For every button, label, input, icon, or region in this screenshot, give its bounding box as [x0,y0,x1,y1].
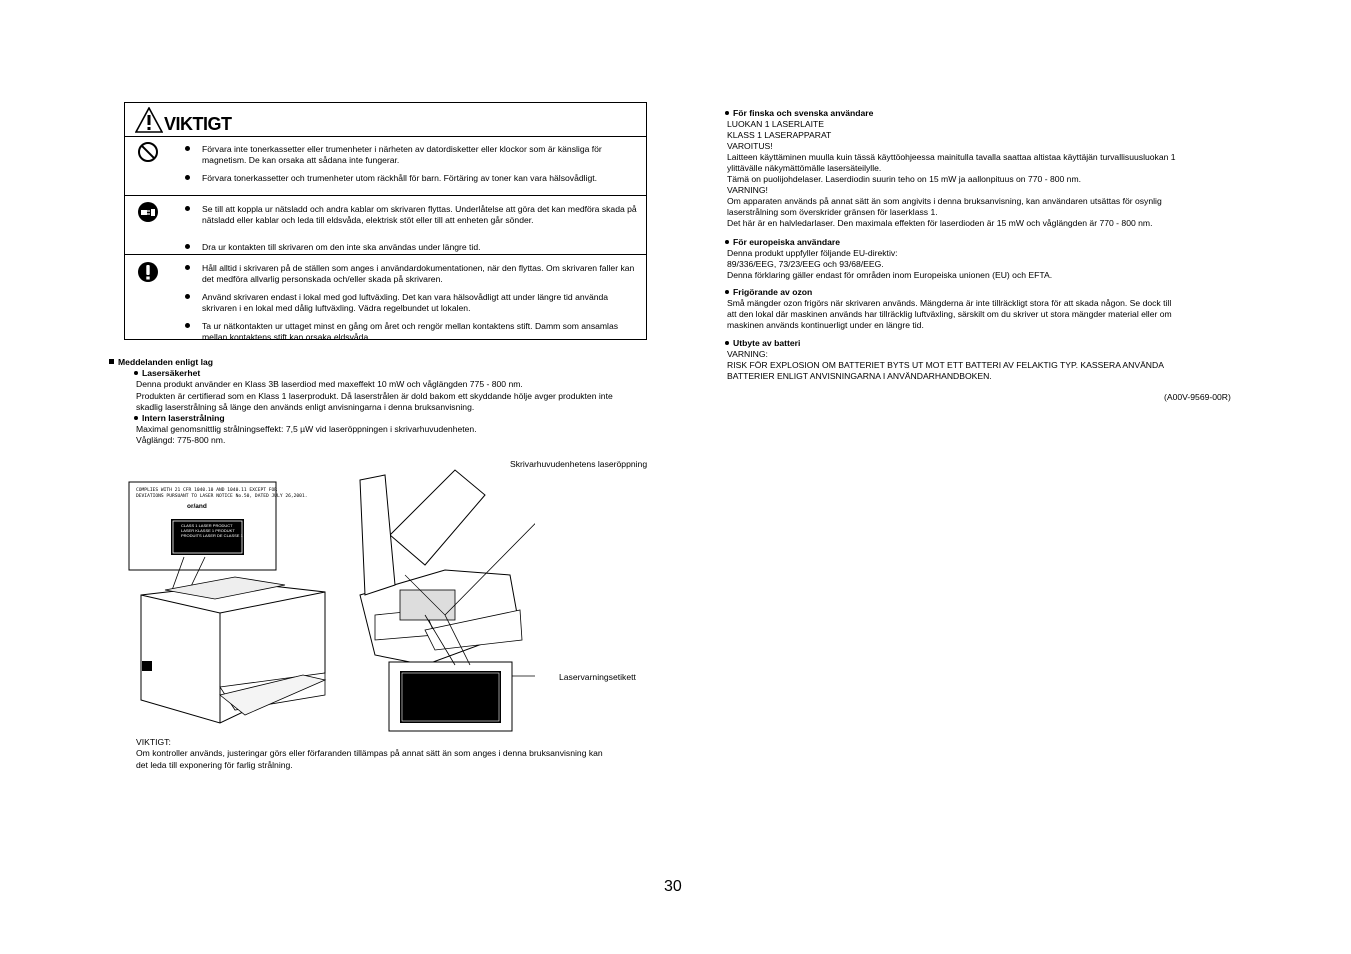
warning-item-text: Dra ur kontakten till skrivaren om den i… [202,242,481,252]
text-line: Denna förklaring gäller endast för områd… [727,270,1053,280]
laser-heading-text: Lasersäkerhet [142,368,201,378]
warning-item-text: Använd skrivaren endast i lokal med god … [202,292,609,313]
sticker-class-2: LASER KLASSE 1 PRODUKT [181,528,235,533]
warning-box: VIKTIGT Förvara inte tonerkassetter elle… [124,102,647,342]
page-number: 30 [664,878,682,895]
warning-item-text: Förvara inte tonerkassetter eller trumen… [202,144,602,165]
text-line: VARNING: [727,349,768,359]
finnish-block: LUOKAN 1 LASERLAITE KLASS 1 LASERAPPARAT… [727,119,1176,229]
text-line: laserstrålning som överskrider gränsen f… [727,207,938,217]
internal-heading: Intern laserstrålning [134,413,225,424]
sticker-or-and: or/and [187,503,207,510]
prohibited-icon [138,142,158,162]
ozone-heading: Frigörande av ozon [725,287,812,298]
bullet-icon [725,290,729,294]
text-line: VAROITUS! [727,141,773,151]
text-line: LUOKAN 1 LASERLAITE [727,119,824,129]
internal-line-1: Maximal genomsnittlig strålningseffekt: … [136,424,477,434]
bullet-icon [185,206,190,211]
text-line: Laitteen käyttäminen muulla kuin tässä k… [727,152,1176,162]
bullet-icon [185,175,190,180]
ozone-block: Små mängder ozon frigörs när skrivaren a… [727,298,1172,331]
warning-section-caution: Håll alltid i skrivaren på de ställen so… [125,255,646,342]
printer-illustration [128,469,535,732]
bullet-icon [185,265,190,270]
exclamation-icon [138,262,158,282]
warning-triangle-icon [135,107,163,133]
finnish-heading-text: För finska och svenska användare [733,108,874,118]
document-code: (A00V-9569-00R) [1164,392,1231,402]
eu-heading: För europeiska användare [725,237,840,248]
text-line: KLASS 1 LASERAPPARAT [727,130,832,140]
laser-line-1: Denna produkt använder en Klass 3B laser… [136,379,523,389]
bullet-icon [725,111,729,115]
legal-heading: Meddelanden enligt lag [109,357,213,368]
battery-heading-text: Utbyte av batteri [733,338,801,348]
text-line: Tämä on puolijohdelaser. Laserdiodin suu… [727,174,1081,184]
legal-heading-text: Meddelanden enligt lag [118,357,214,367]
sticker-line-1: COMPLIES WITH 21 CFR 1040.10 AND 1040.11… [136,488,278,493]
bullet-icon [185,146,190,151]
warning-item-text: Ta ur nätkontakten ur uttaget minst en g… [202,321,619,342]
eu-block: Denna produkt uppfyller följande EU-dire… [727,248,1052,281]
bullet-icon [185,294,190,299]
internal-heading-text: Intern laserstrålning [142,413,225,423]
warning-item-text: Se till att koppla ur nätsladd och andra… [202,204,637,225]
text-line: Om apparaten används på annat sätt än so… [727,196,1162,206]
sticker-text: COMPLIES WITH 21 CFR 1040.10 AND 1040.11… [136,488,307,500]
text-line: att den lokal där maskinen används har t… [727,309,1172,319]
laser-line-2: Produkten är certifierad som en Klass 1 … [136,391,613,401]
viktigt-note-title: VIKTIGT: [136,737,171,747]
sticker-line-2: DEVIATIONS PURSUANT TO LASER NOTICE No.5… [136,494,308,499]
text-line: maskinen används kontinuerligt under en … [727,320,924,330]
bullet-icon [185,244,190,249]
unplug-icon [138,202,158,222]
bullet-icon [725,240,729,244]
warning-section-unplug: Se till att koppla ur nätsladd och andra… [125,196,646,255]
text-line: 89/336/EEG, 73/23/EEG och 93/68/EEG. [727,259,884,269]
bullet-icon [134,371,138,375]
bullet-icon [725,341,729,345]
sticker-class-1: CLASS 1 LASER PRODUCT [181,523,233,528]
warning-title: VIKTIGT [164,114,232,134]
bullet-icon [134,416,138,420]
text-line: Denna produkt uppfyller följande EU-dire… [727,248,898,258]
eu-heading-text: För europeiska användare [733,237,840,247]
battery-heading: Utbyte av batteri [725,338,800,349]
viktigt-note-line-1: Om kontroller används, justeringar görs … [136,748,603,758]
warning-header: VIKTIGT [125,103,646,137]
ozone-heading-text: Frigörande av ozon [733,287,813,297]
square-bullet-icon [109,359,114,364]
bullet-icon [185,323,190,328]
text-line: BATTERIER ENLIGT ANVISNINGARNA I ANVÄNDA… [727,371,992,381]
text-line: VARNING! [727,185,768,195]
text-line: RISK FÖR EXPLOSION OM BATTERIET BYTS UT … [727,360,1164,370]
laser-warning-label: Laservarningsetikett [559,672,636,682]
laser-line-3: skadlig laserstrålning så länge den anvä… [136,402,475,412]
viktigt-note-line-2: det leda till exponering för farlig strå… [136,760,293,770]
warning-section-prohibited: Förvara inte tonerkassetter eller trumen… [125,136,646,196]
laser-opening-label: Skrivarhuvudenhetens laseröppning [510,459,648,469]
text-line: Små mängder ozon frigörs när skrivaren a… [727,298,1172,308]
laser-heading: Lasersäkerhet [134,368,200,379]
warning-item-text: Förvara tonerkassetter och trumenheter u… [202,173,598,183]
internal-line-2: Våglängd: 775-800 nm. [136,435,226,445]
finnish-heading: För finska och svenska användare [725,108,873,119]
text-line: ylittävälle näkymättömälle lasersäteilyl… [727,163,882,173]
battery-block: VARNING: RISK FÖR EXPLOSION OM BATTERIET… [727,349,1164,382]
warning-item-text: Håll alltid i skrivaren på de ställen so… [202,263,635,284]
sticker-class-3: PRODUITS LASER DE CLASSE 1 [181,533,243,538]
sticker-class-text: CLASS 1 LASER PRODUCT LASER KLASSE 1 PRO… [181,523,243,538]
text-line: Det här är en halvledarlaser. Den maxima… [727,218,1153,228]
